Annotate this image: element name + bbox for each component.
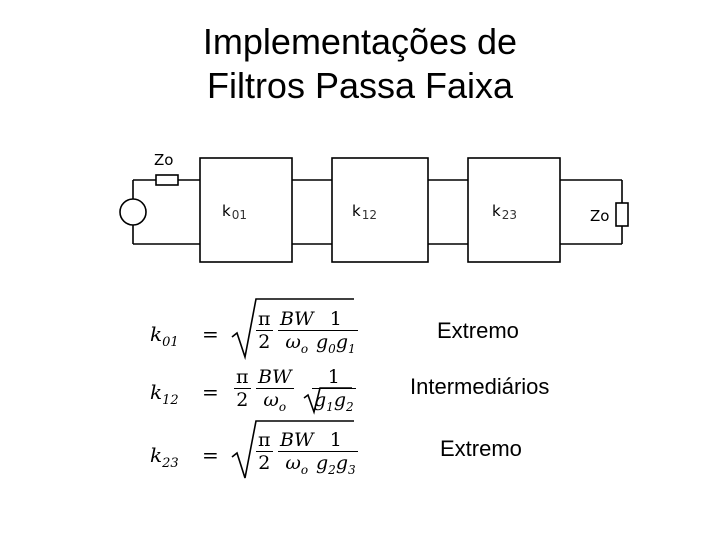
block-label-23: k23	[492, 202, 517, 222]
equals-sign: =	[202, 380, 219, 404]
radical-eq3	[231, 420, 354, 479]
block-label-12: k12	[352, 202, 377, 222]
caption-extremo-2: Extremo	[440, 436, 522, 461]
eq-lhs: k23	[150, 443, 179, 471]
equals-sign: =	[202, 443, 219, 467]
coupling-block-01	[199, 157, 293, 263]
slide-title: Implementações de Filtros Passa Faixa	[0, 20, 720, 108]
caption-extremo-1: Extremo	[437, 318, 519, 343]
title-line-1: Implementações de	[202, 21, 518, 62]
block-label-01: k01	[222, 202, 247, 222]
eq-lhs: k12	[150, 380, 179, 408]
coupling-block-23	[467, 157, 561, 263]
equals-sign: =	[202, 322, 219, 346]
load-impedance-label: Zo	[590, 207, 609, 225]
eq-lhs: k01	[150, 322, 179, 350]
source-impedance-label: Zo	[154, 151, 173, 169]
radical-eq1	[231, 298, 354, 361]
voltage-source	[119, 198, 147, 226]
coupling-block-12	[331, 157, 429, 263]
caption-intermediarios: Intermediários	[410, 374, 550, 399]
title-line-2: Filtros Passa Faixa	[206, 65, 514, 106]
source-resistor	[155, 174, 179, 186]
load-resistor	[615, 202, 629, 227]
